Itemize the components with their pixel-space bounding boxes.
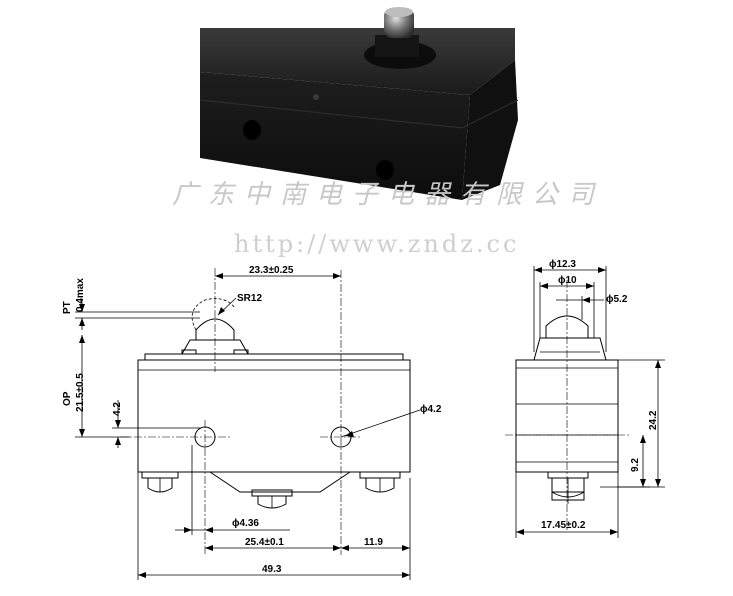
terminal-left <box>141 471 179 493</box>
dim-cap-dia: ϕ12.3 <box>549 259 576 270</box>
dim-overall-length: 49.3 <box>262 564 282 575</box>
watermark-url: http://www.zndz.cc <box>234 230 519 258</box>
dim-width-top: 23.3±0.25 <box>249 265 294 276</box>
terminal-center <box>251 489 293 509</box>
dim-width: 17.45±0.2 <box>541 520 586 531</box>
dim-pt: 0.4max <box>75 278 86 312</box>
watermark-company: 广东中南电子电器有限公司 <box>172 180 604 210</box>
dim-right-offset: 11.9 <box>364 537 383 548</box>
dim-op: 21.5±0.5 <box>75 373 86 412</box>
front-body-outline <box>137 359 411 473</box>
dim-small-hole: ϕ4.36 <box>232 518 259 529</box>
switch-body-side <box>462 60 518 200</box>
switch-body-top <box>200 28 515 95</box>
dim-tip-dia: ϕ5.2 <box>606 294 628 305</box>
dim-height: 24.2 <box>648 410 659 430</box>
dim-plunger-dia: ϕ10 <box>558 275 577 286</box>
label-pt: PT <box>62 301 73 314</box>
dim-sphere-radius: SR12 <box>237 293 262 304</box>
dim-terminal-offset: 9.2 <box>630 458 641 472</box>
dim-hole-spacing: 25.4±0.1 <box>245 537 284 548</box>
mounting-hole <box>243 120 261 140</box>
switch-body-front <box>200 72 470 200</box>
label-op: OP <box>62 391 73 406</box>
mounting-hole <box>376 160 394 180</box>
dim-hole-dia: ϕ4.2 <box>420 404 442 415</box>
side-view-drawing: ϕ12.3 ϕ10 ϕ5.2 24.2 9.2 17.45±0.2 <box>505 259 665 538</box>
terminal-right <box>359 471 401 493</box>
switch-photo <box>199 7 519 200</box>
dim-hole-offset: 4.2 <box>112 402 123 416</box>
front-view-drawing: 23.3±0.25 SR12 PT 0.4max OP 21.5±0.5 4.2… <box>62 265 442 580</box>
